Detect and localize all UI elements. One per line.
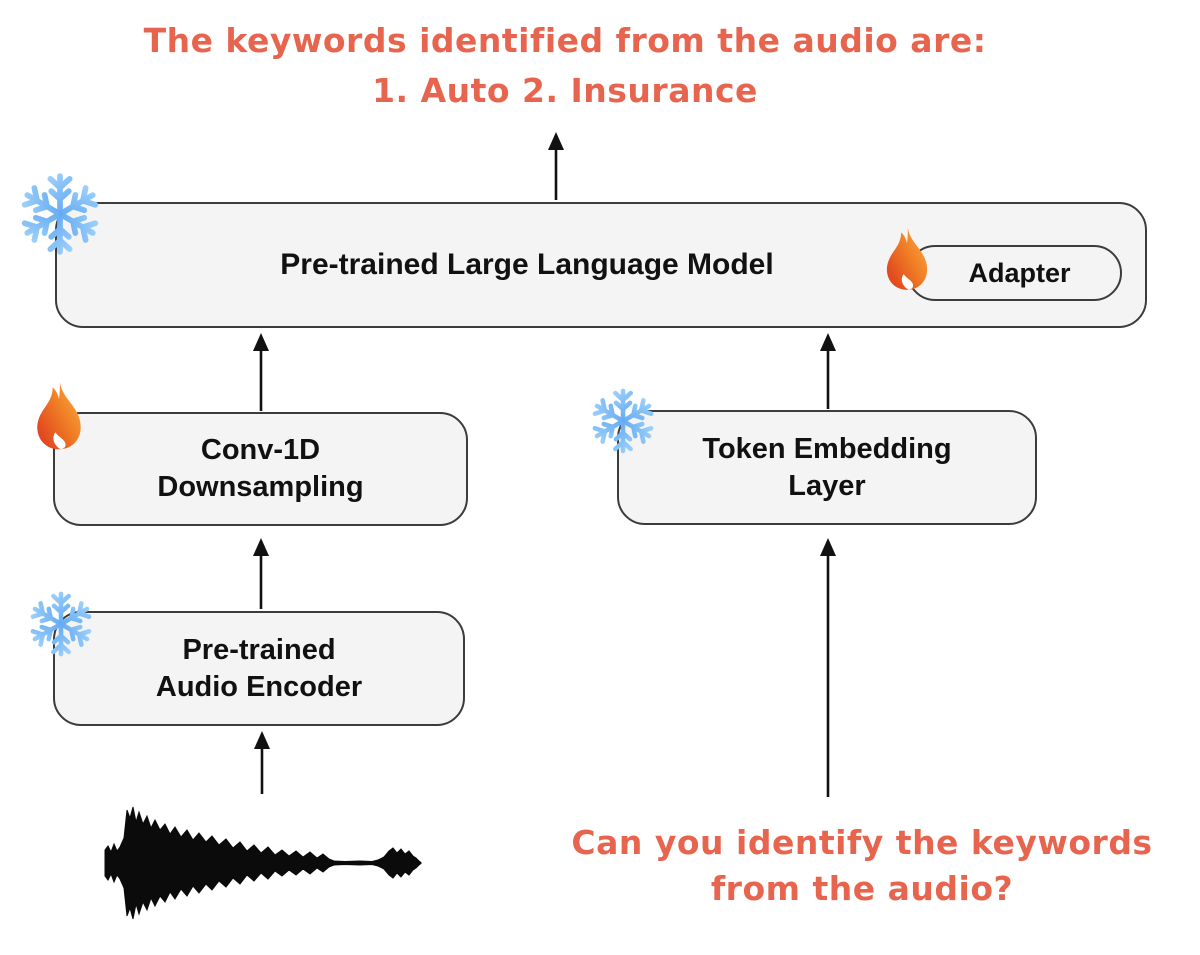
question-caption-line2: from the audio? [710, 869, 1014, 908]
output-caption: The keywords identified from the audio a… [65, 16, 1065, 116]
audio-waveform [104, 806, 422, 920]
token-label-line2: Layer [788, 469, 866, 502]
audio-label-line1: Pre-trained [182, 633, 336, 666]
llm-box-label: Pre-trained Large Language Model [280, 248, 774, 281]
arrow-conv-to-llm [253, 333, 269, 411]
question-caption-line1: Can you identify the keywords [571, 823, 1153, 862]
audio-encoder-box: Pre-trained Audio Encoder [53, 611, 465, 726]
conv1d-downsampling-box: Conv-1D Downsampling [53, 412, 468, 526]
arrow-audio-to-conv [253, 538, 269, 609]
flame-icon [32, 379, 86, 453]
arrow-question-to-token [820, 538, 836, 797]
output-caption-line2: 1. Auto 2. Insurance [372, 71, 758, 110]
snowflake-icon [588, 386, 658, 456]
token-embedding-box: Token Embedding Layer [617, 410, 1037, 525]
adapter-box: Adapter [907, 245, 1122, 301]
question-caption: Can you identify the keywords from the a… [512, 820, 1200, 912]
conv1d-label-line1: Conv-1D [200, 434, 321, 466]
conv1d-label-line2: Downsampling [157, 471, 364, 503]
arrow-token-to-llm [820, 333, 836, 409]
output-caption-line1: The keywords identified from the audio a… [143, 21, 987, 60]
token-label-line1: Token Embedding [702, 432, 952, 465]
arrow-waveform-to-audio [254, 731, 270, 794]
audio-label-line2: Audio Encoder [155, 670, 363, 703]
llm-box: Pre-trained Large Language Model Adapter [55, 202, 1147, 328]
flame-icon [882, 224, 932, 294]
snowflake-icon [16, 170, 104, 258]
snowflake-icon [26, 589, 96, 659]
arrow-llm-to-output [548, 132, 564, 200]
adapter-label: Adapter [968, 257, 1071, 288]
